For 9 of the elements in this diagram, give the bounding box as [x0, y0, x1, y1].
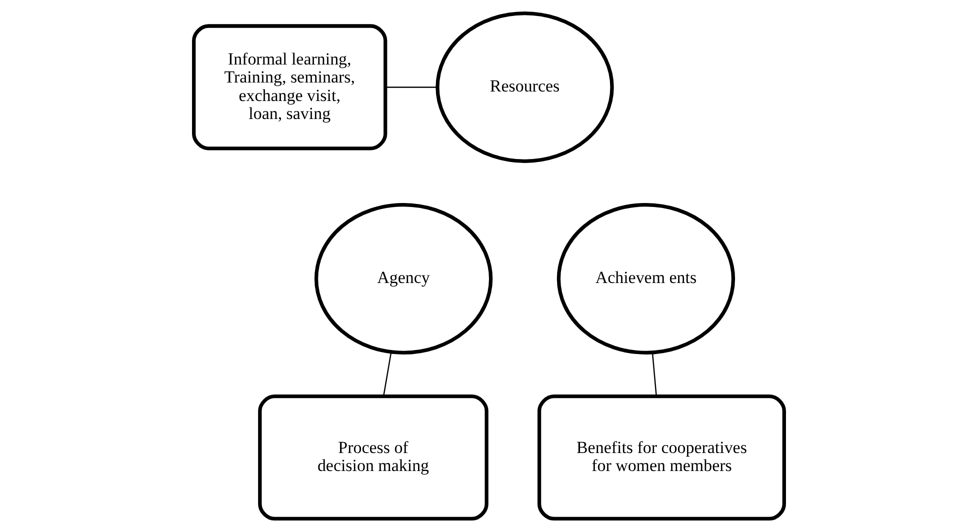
node-box: Informal learning, Training, seminars, exchange visit, loan, saving	[192, 24, 387, 150]
node-box: Process of decision making	[258, 394, 488, 521]
connector	[382, 352, 392, 396]
node-ellipse: Resources	[435, 11, 614, 163]
connector	[385, 86, 437, 88]
connector	[651, 352, 656, 396]
node-ellipse: Achievem ents	[556, 202, 735, 354]
node-box: Benefits for cooperatives for women members	[536, 394, 786, 521]
node-ellipse: Agency	[314, 202, 492, 354]
